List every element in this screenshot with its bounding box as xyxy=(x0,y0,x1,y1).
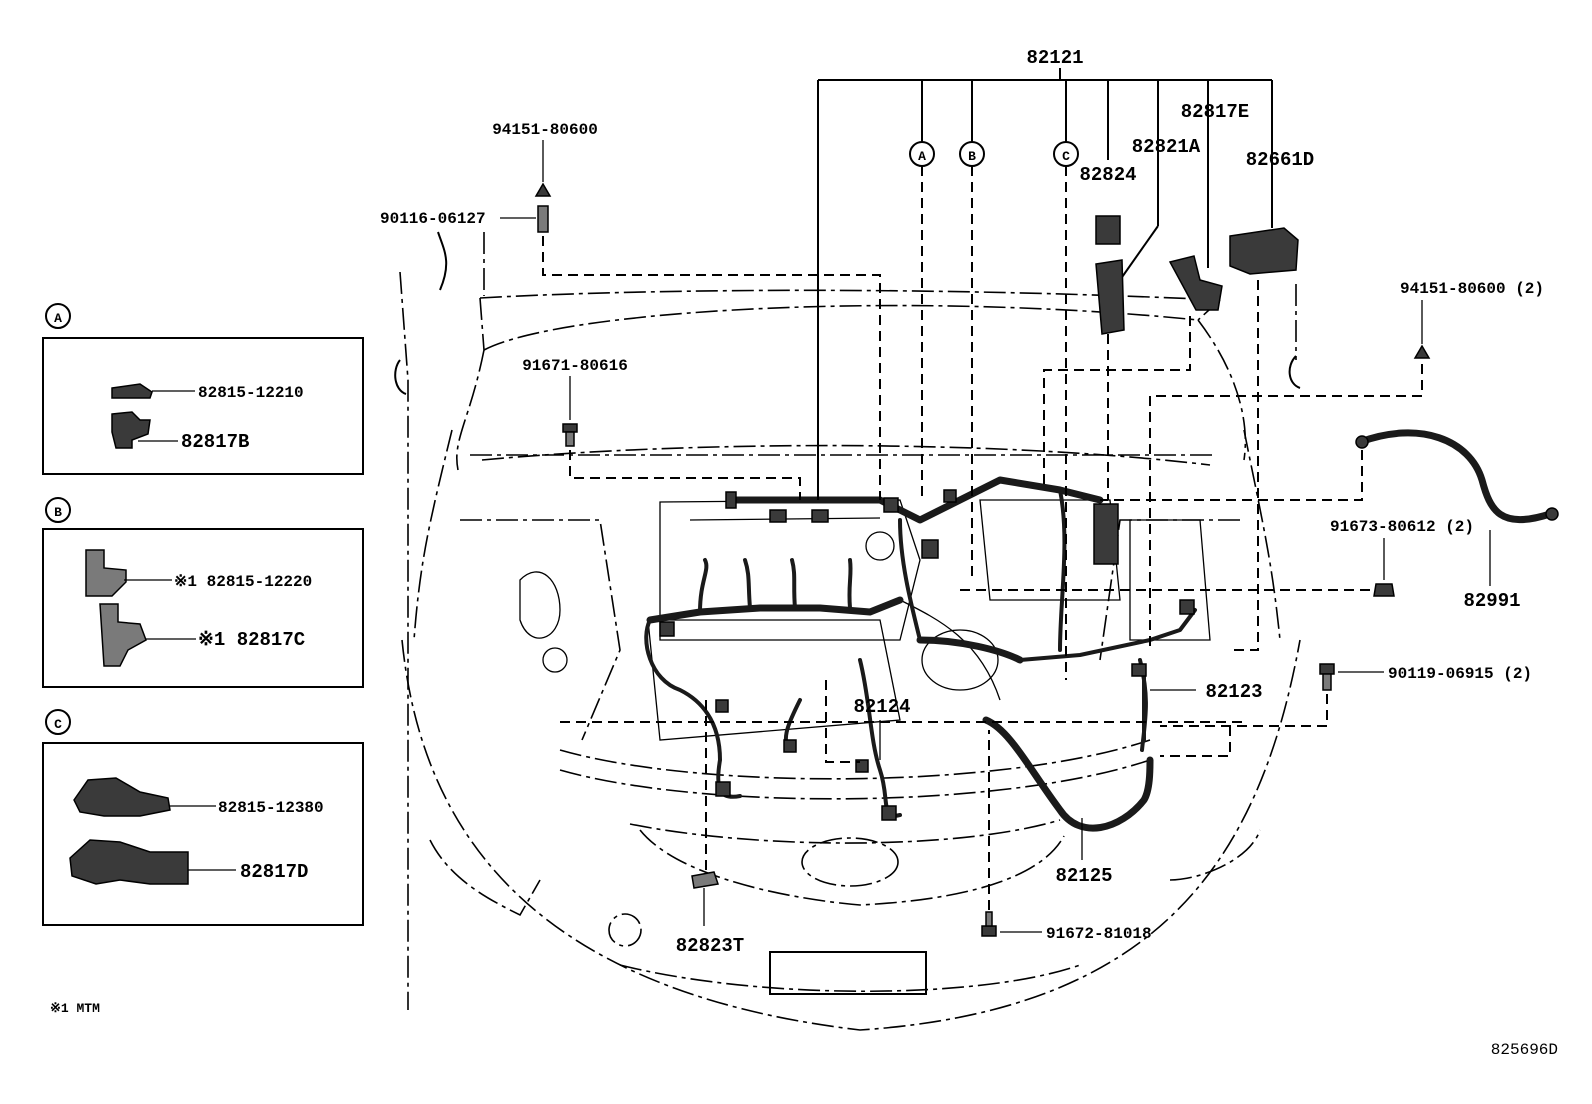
callout-c: C xyxy=(1062,149,1070,164)
label-91673-80612: 91673-80612 (2) xyxy=(1330,518,1474,536)
harness-leaders: A B C xyxy=(817,68,1273,680)
detail-c-label: C xyxy=(54,717,62,732)
clamp-82815-12220-icon xyxy=(85,549,127,597)
detail-a-label: A xyxy=(54,311,62,326)
callout-a: A xyxy=(918,149,926,164)
detail-a: A 82815-12210 82817B xyxy=(42,303,364,475)
detail-b-part2: ※1 82817C xyxy=(198,629,305,651)
detail-b-part1: ※1 82815-12220 xyxy=(174,573,312,591)
label-82124: 82124 xyxy=(853,696,910,718)
label-82125: 82125 xyxy=(1055,865,1112,887)
stud-90116-icon xyxy=(537,205,549,233)
nut-94151-icon xyxy=(534,182,552,197)
label-94151-80600: 94151-80600 xyxy=(492,121,598,139)
part-82824-icon xyxy=(1095,215,1121,245)
label-82661d: 82661D xyxy=(1246,149,1314,171)
nut-94151-right-icon xyxy=(1413,344,1431,359)
cable-82991 xyxy=(1356,429,1554,524)
bracket-82817d-icon xyxy=(69,839,189,885)
label-82817e: 82817E xyxy=(1181,101,1249,123)
label-94151-80600-2: 94151-80600 (2) xyxy=(1400,280,1544,298)
detail-a-part2: 82817B xyxy=(181,431,249,453)
bolt-91672-icon xyxy=(981,925,997,937)
detail-a-part1: 82815-12210 xyxy=(198,384,304,402)
diagram-id: 825696D xyxy=(1491,1041,1558,1059)
label-82821a: 82821A xyxy=(1132,136,1201,158)
bolt-90119-icon xyxy=(1319,663,1335,675)
detail-c-part2: 82817D xyxy=(240,861,308,883)
clamp-82815-12210-icon xyxy=(111,383,153,399)
part-82823t-icon xyxy=(691,871,719,889)
car-body-outline xyxy=(394,231,1301,1031)
label-91671-80616: 91671-80616 xyxy=(522,357,628,375)
cable-82125 xyxy=(982,716,1154,832)
detail-b-label: B xyxy=(54,505,62,520)
label-82823t: 82823T xyxy=(676,935,744,957)
detail-b: B ※1 82815-12220 ※1 82817C xyxy=(42,497,364,688)
main-harness-82121 xyxy=(644,476,1197,821)
detail-c: C 82815-12380 82817D xyxy=(42,709,364,926)
bolt-91671-icon xyxy=(562,423,578,433)
bracket-82817c-icon xyxy=(99,603,147,667)
bracket-82817b-icon xyxy=(111,411,151,449)
label-82824: 82824 xyxy=(1079,164,1136,186)
label-91672-81018: 91672-81018 xyxy=(1046,925,1152,943)
label-82991: 82991 xyxy=(1463,590,1520,612)
clamp-82815-12380-icon xyxy=(73,777,171,817)
part-82817e-icon xyxy=(1168,255,1223,311)
label-90119-06915: 90119-06915 (2) xyxy=(1388,665,1532,683)
bolt-91673-icon xyxy=(1373,583,1395,597)
footnote-mtm: ※1 MTM xyxy=(50,1001,100,1016)
part-82821a-icon xyxy=(1095,259,1125,335)
label-90116-06127: 90116-06127 xyxy=(380,210,486,228)
label-82123: 82123 xyxy=(1205,681,1262,703)
part-82661d-icon xyxy=(1229,227,1299,275)
detail-c-part1: 82815-12380 xyxy=(218,799,324,817)
label-82121: 82121 xyxy=(1026,47,1083,69)
callout-b: B xyxy=(968,149,976,164)
